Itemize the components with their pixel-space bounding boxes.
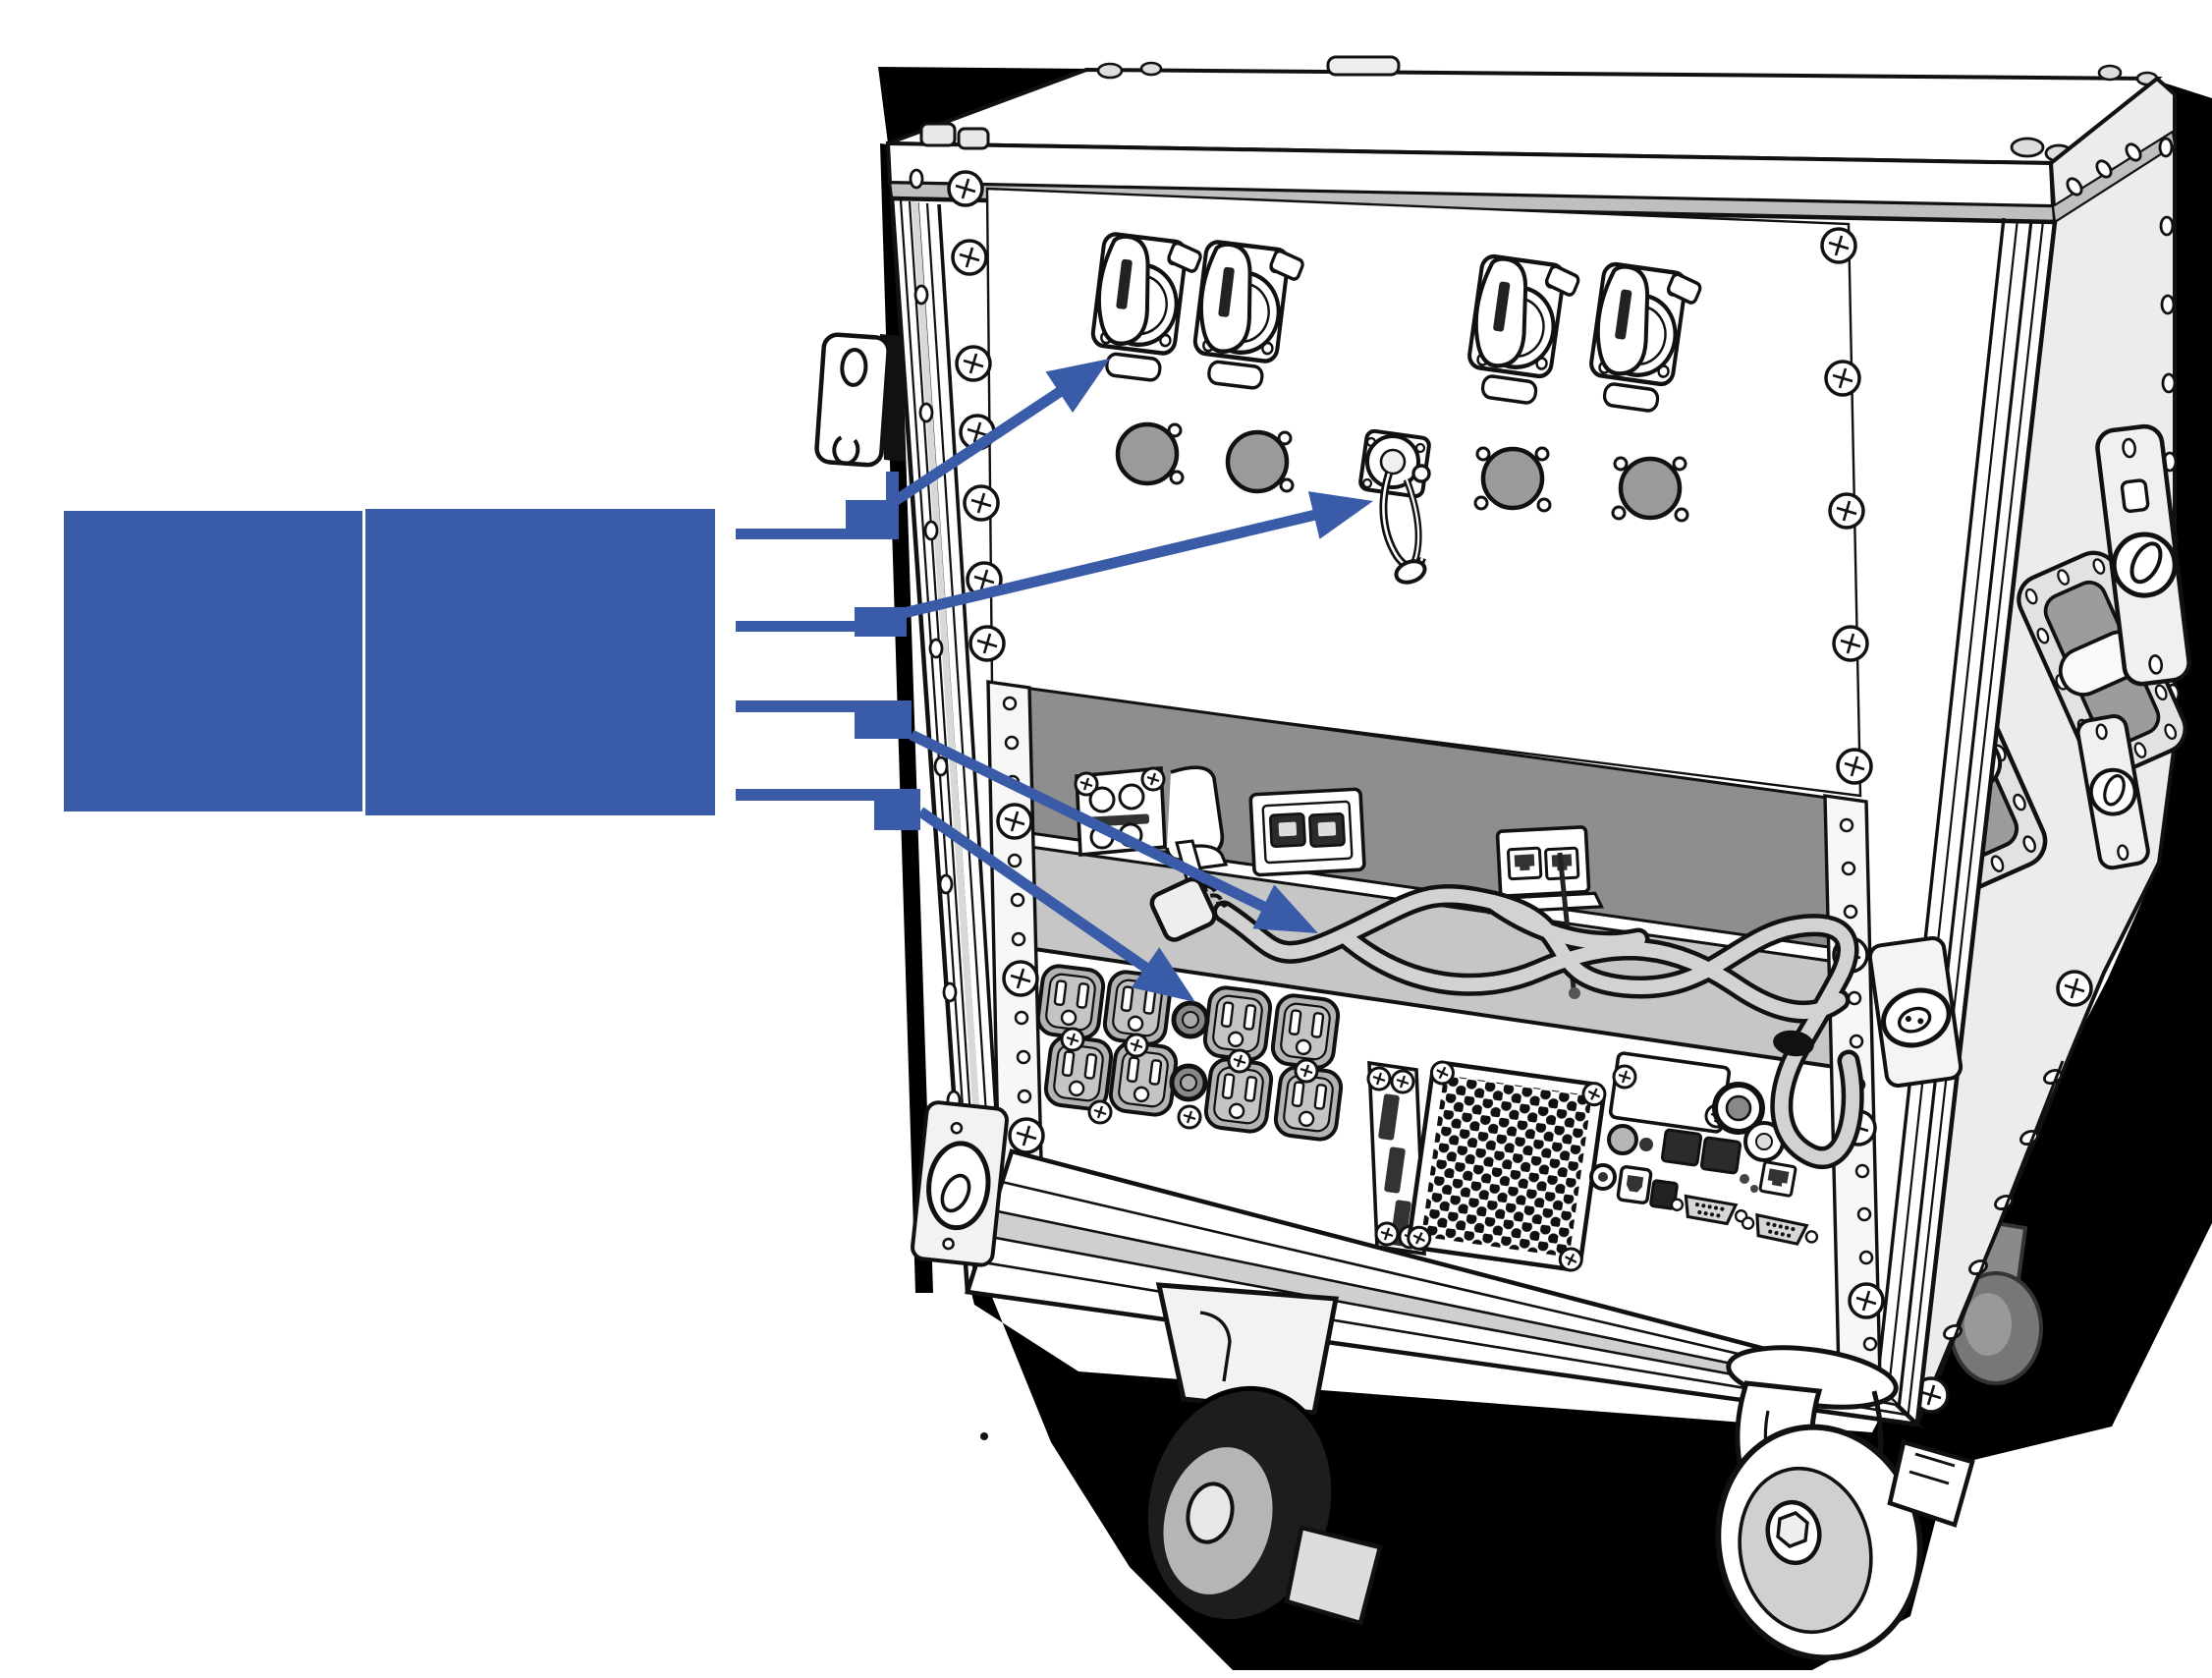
- right-frame-extrusion: [1872, 217, 2045, 1422]
- side-latch-top: [2095, 423, 2191, 687]
- module-jack-2: [1699, 1136, 1742, 1175]
- callout-leader-bar-ground-connector: [736, 621, 855, 632]
- callout-arrow-head-outlet-strip: [1131, 947, 1195, 1002]
- ground-connector-with-chain: [1358, 428, 1431, 585]
- side-latch-bottom: [2075, 714, 2150, 870]
- latch-left-outer: [814, 332, 891, 468]
- callout-node-outlet-strip: [874, 789, 920, 830]
- power-cable: [1149, 839, 1864, 1169]
- fan-grille: [1405, 1059, 1608, 1273]
- psu-slot-bracket: [1366, 1060, 1426, 1257]
- callout-leader-bar-outlet-strip: [736, 789, 874, 801]
- io-connector-field: [1589, 1051, 1821, 1250]
- right-caster: [1715, 1345, 1975, 1661]
- latch-left-lower: [911, 1100, 1009, 1267]
- usb-b-port: [1616, 1165, 1653, 1204]
- top-connector-panel: [1088, 233, 1703, 585]
- stray-mark: [980, 1432, 988, 1440]
- callout-leader-bar-power-cable: [736, 700, 855, 712]
- callout-leader-bar-twist-lock-inlets: [736, 529, 847, 539]
- callout-label-panel-1: [64, 511, 362, 811]
- callout-node-tab-twist-lock-inlets: [886, 472, 899, 501]
- callout-arrow-head-twist-lock-inlets: [1045, 359, 1110, 414]
- power-distribution-unit: [1005, 942, 1869, 1378]
- case-lid: [885, 55, 2163, 224]
- punched-hole-1: [1118, 424, 1185, 483]
- callout-node-ground-connector: [855, 607, 907, 637]
- callout-node-power-cable: [855, 700, 912, 739]
- lid-corner-hardware: [919, 55, 2159, 163]
- punched-hole-4: [1611, 456, 1689, 523]
- punched-hole-3: [1473, 446, 1552, 513]
- module-jack-1: [1660, 1128, 1703, 1167]
- circuit-breakers: [1169, 1000, 1210, 1102]
- cable-grommet: [1773, 1030, 1814, 1057]
- latch-right-front: [1867, 935, 1963, 1089]
- callout-label-panel-2: [365, 509, 715, 815]
- axle-bolt: [1776, 1511, 1809, 1548]
- jack-plate-module: [1248, 787, 1366, 877]
- callout-node-twist-lock-inlets: [846, 500, 899, 539]
- rear-caster: [1949, 1215, 2043, 1385]
- square-jack: [1649, 1179, 1679, 1210]
- round-button: [1607, 1124, 1638, 1155]
- left-caster: [1142, 1282, 1383, 1626]
- callout-arrow-head-power-cable: [1252, 884, 1318, 933]
- callout-arrow-line-ground-connector: [902, 507, 1325, 619]
- callout-arrow-line-twist-lock-inlets: [885, 382, 1071, 510]
- punched-hole-2: [1228, 432, 1295, 491]
- callout-arrow-head-ground-connector: [1307, 491, 1373, 539]
- callout-arrow-line-power-cable: [909, 730, 1275, 917]
- brake-pedal: [1887, 1439, 1975, 1528]
- callout-arrow-line-outlet-strip: [916, 807, 1157, 978]
